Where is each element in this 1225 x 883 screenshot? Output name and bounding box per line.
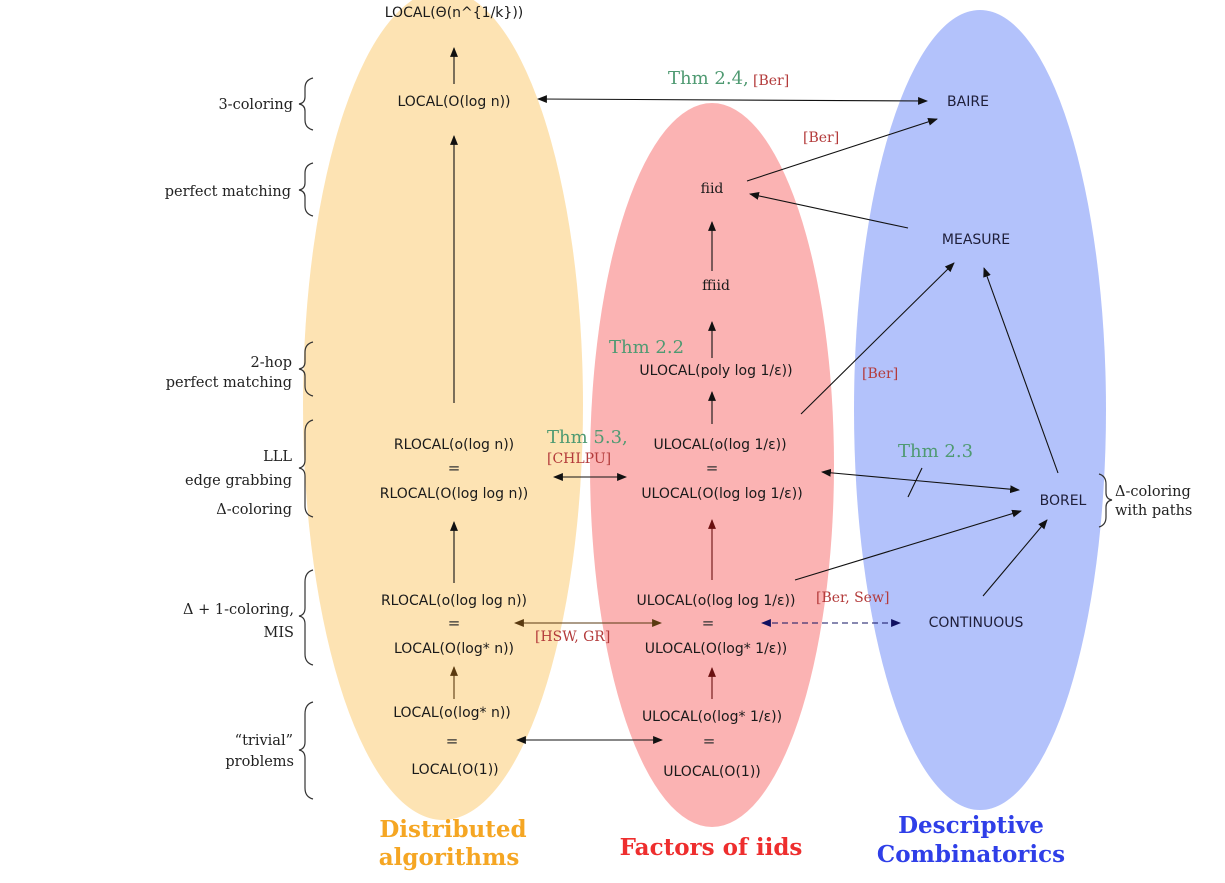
node-local-logstar: LOCAL(O(log* n)) (394, 641, 514, 657)
node-rlocal-o-loglog: RLOCAL(o(log log n)) (381, 593, 527, 609)
ref-hsw-gr: [HSW, GR] (535, 629, 610, 645)
thm-5-3: Thm 5.3, (547, 427, 628, 448)
ref-chlpu: [CHLPU] (547, 451, 611, 467)
factors-of-iids-region (590, 103, 834, 827)
node-fiid: fiid (701, 181, 724, 197)
label-2hop: 2-hop (251, 355, 292, 371)
node-rlocal-loglog: RLOCAL(O(log log n)) (380, 486, 529, 502)
arrow-baire-locallog (537, 95, 928, 105)
label-problems: problems (225, 754, 294, 770)
node-ulocal-loglog: ULOCAL(O(log log 1/ε)) (641, 486, 802, 502)
label-lll: LLL (263, 449, 292, 465)
thm-2-2: Thm 2.2 (609, 337, 684, 358)
node-local-1: LOCAL(O(1)) (411, 762, 498, 778)
ref-ber-ulocal: [Ber] (862, 366, 898, 382)
ref-ber-thm24: [Ber] (753, 73, 789, 89)
node-ulocal-o-loglog: ULOCAL(o(log log 1/ε)) (637, 593, 796, 609)
brace-borel (1098, 473, 1113, 528)
title-distributed: Distributed (379, 816, 526, 843)
node-equals-local1: = (446, 732, 459, 750)
node-ffiid: ffiid (702, 278, 730, 294)
label-perfect-matching: perfect matching (165, 184, 291, 200)
label-2hop-matching: perfect matching (166, 375, 292, 391)
brace-perfect-matching (298, 162, 314, 217)
label-right-with-paths: with paths (1115, 503, 1192, 519)
label-mis: MIS (263, 625, 294, 641)
thm23-tick (907, 467, 923, 498)
arrows (450, 47, 1059, 744)
title-factors: Factors of iids (620, 834, 803, 861)
label-3-coloring: 3-coloring (218, 97, 293, 113)
arrow-continuous-to-borel (982, 519, 1048, 597)
label-delta-coloring: Δ-coloring (216, 502, 292, 518)
node-continuous: CONTINUOUS (929, 615, 1024, 631)
arrow-fiid-to-baire (746, 117, 938, 182)
brace-2hop (298, 341, 314, 397)
label-delta1-coloring: Δ + 1-coloring, (183, 602, 294, 618)
brace-lll (298, 419, 314, 518)
arrow-borel-to-measure (983, 267, 1059, 474)
node-local-log: LOCAL(O(log n)) (397, 94, 510, 110)
node-ulocal-poly: ULOCAL(poly log 1/ε)) (639, 363, 792, 379)
ref-ber-fiid: [Ber] (803, 130, 839, 146)
arrow-ulocalo-to-borel (794, 509, 1022, 581)
thm-2-3: Thm 2.3 (898, 441, 973, 462)
node-ulocal-o-log: ULOCAL(o(log 1/ε)) (653, 437, 786, 453)
node-measure: MEASURE (942, 232, 1010, 248)
node-ulocal-o-logstar: ULOCAL(o(log* 1/ε)) (642, 709, 782, 725)
node-equals-rlocal: = (448, 459, 461, 477)
distributed-algorithms-region (303, 0, 583, 820)
title-descriptive: Descriptive (898, 812, 1044, 839)
brace-3-coloring (298, 77, 314, 131)
label-edge-grabbing: edge grabbing (185, 473, 292, 489)
title-combinatorics: Combinatorics (877, 841, 1065, 868)
node-borel: BOREL (1040, 493, 1087, 509)
left-braces (298, 77, 314, 800)
arrow-ulocal-to-measure (800, 262, 955, 415)
node-baire: BAIRE (947, 94, 989, 110)
label-right-delta-coloring: Δ-coloring (1115, 484, 1191, 500)
thm-2-4: Thm 2.4, (668, 68, 749, 89)
node-ulocal-logstar: ULOCAL(O(log* 1/ε)) (645, 641, 788, 657)
arrow-ulocal-borel (821, 468, 1020, 494)
node-equals-ulocal-logstar: = (702, 614, 715, 632)
node-ulocal-1: ULOCAL(O(1)) (663, 764, 761, 780)
ref-ber-sew: [Ber, Sew] (816, 590, 889, 606)
brace-delta1 (298, 569, 314, 666)
label-trivial: “trivial” (235, 733, 293, 749)
arrow-measure-to-fiid (749, 192, 909, 229)
node-equals-local-logstar: = (448, 614, 461, 632)
descriptive-combinatorics-region (854, 10, 1106, 810)
node-equals-ulocal: = (706, 459, 719, 477)
title-algorithms: algorithms (379, 844, 520, 871)
node-rlocal-o-log: RLOCAL(o(log n)) (394, 437, 514, 453)
node-local-theta: LOCAL(Θ(n^{1/k})) (385, 5, 524, 21)
brace-trivial (298, 701, 314, 800)
node-local-o-logstar: LOCAL(o(log* n)) (393, 705, 511, 721)
node-equals-ulocal1: = (703, 732, 716, 750)
